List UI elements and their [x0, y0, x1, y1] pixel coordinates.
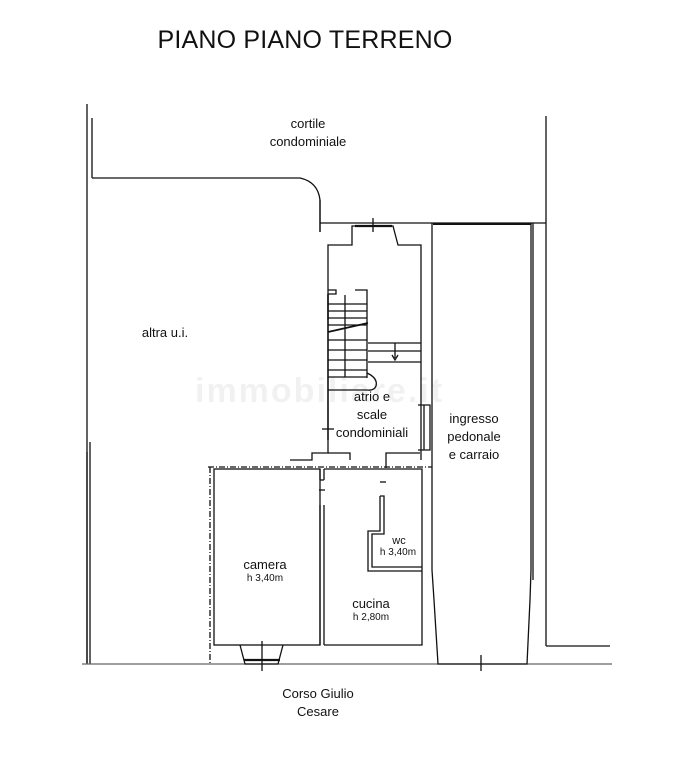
entrance-label-line-1: ingresso — [449, 411, 499, 426]
wc-height: h 3,40m — [379, 547, 417, 558]
entrance-label: ingresso pedonale e carraio — [434, 410, 514, 464]
wc-name: wc — [392, 535, 406, 547]
watermark: immobiliare.it — [195, 372, 445, 410]
kitchen-name: cucina — [352, 596, 390, 611]
entrance-label-line-3: e carraio — [448, 447, 500, 462]
courtyard-label-line-1: cortile — [290, 116, 326, 131]
kitchen-height: h 2,80m — [352, 612, 390, 623]
street-label-line-2: Cesare — [297, 704, 339, 719]
plan-title: PIANO PIANO TERRENO — [157, 26, 453, 54]
atrium-label-line-2: scale — [356, 407, 388, 422]
bedroom-height: h 3,40m — [246, 573, 284, 584]
atrium-label: atrio e scale condominiali — [322, 388, 422, 442]
street-label-line-1: Corso Giulio — [282, 686, 354, 701]
courtyard-label: cortile condominiale — [238, 115, 378, 151]
street-label: Corso Giulio Cesare — [258, 685, 378, 721]
entrance-label-line-2: pedonale — [447, 429, 501, 444]
atrium-label-line-1: atrio e — [353, 389, 391, 404]
bedroom-name: camera — [243, 557, 287, 572]
courtyard-label-line-2: condominiale — [269, 134, 347, 149]
atrium-label-line-3: condominiali — [335, 425, 409, 440]
other-unit-label: altra u.i. — [141, 325, 189, 340]
